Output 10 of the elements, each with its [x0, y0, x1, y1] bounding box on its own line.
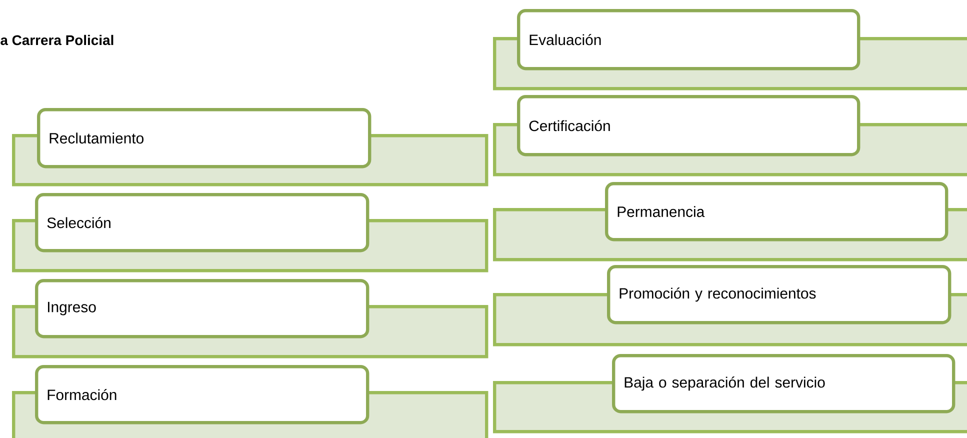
step-box: Baja o separación del servicio [612, 354, 956, 414]
title: a Carrera Policial [0, 34, 114, 46]
step-box: Reclutamiento [37, 108, 372, 168]
step-box: Evaluación [517, 9, 860, 70]
step-box: Permanencia [605, 182, 948, 242]
step-box: Certificación [517, 95, 860, 156]
step-box: Promoción y reconocimientos [607, 264, 952, 324]
step-box: Selección [35, 193, 370, 252]
step-box: Formación [35, 364, 370, 424]
step-box: Ingreso [35, 278, 370, 338]
